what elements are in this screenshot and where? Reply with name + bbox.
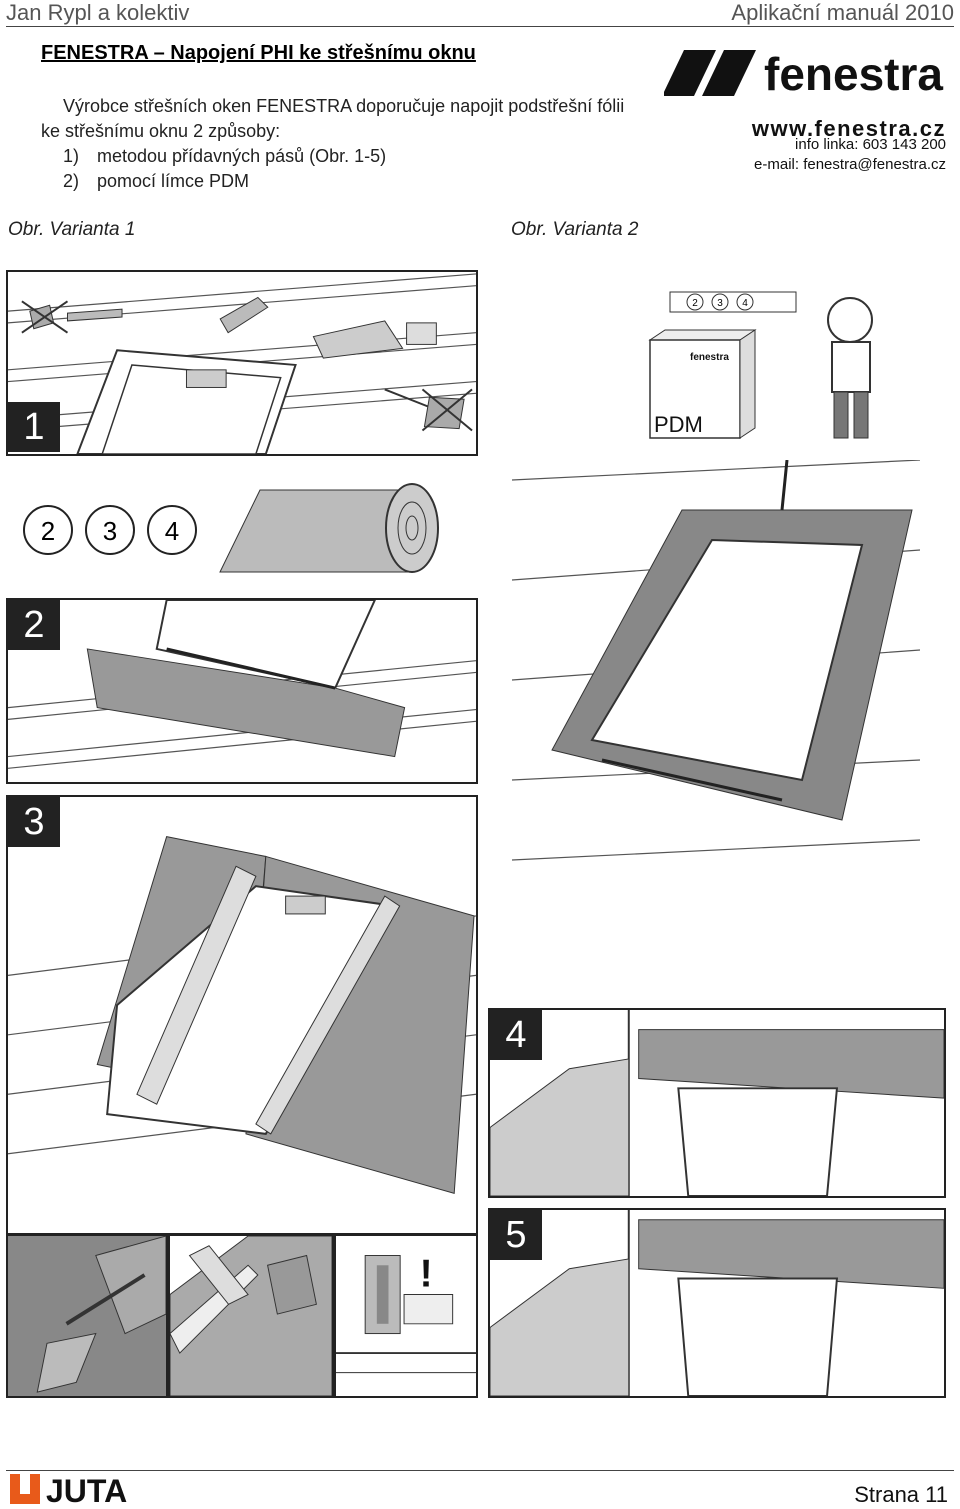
juta-logo: JUTA — [10, 1473, 127, 1506]
intro-line-2: ke střešnímu oknu 2 způsoby: — [41, 121, 281, 141]
logo-url: www.fenestra.cz — [751, 116, 946, 141]
step-badge-3: 3 — [8, 797, 60, 847]
list-text: pomocí límce PDM — [97, 171, 250, 191]
detail-c-illustration: ! — [336, 1253, 476, 1374]
figure-step-4: 4 — [488, 1008, 946, 1198]
page-number: Strana 11 — [854, 1482, 948, 1507]
detail-panel-b — [168, 1234, 334, 1398]
detail-a-illustration — [8, 1236, 166, 1396]
figure-variant-2-main — [512, 460, 920, 900]
juta-logo-text: JUTA — [46, 1473, 127, 1506]
fenestra-logo-mark: fenestra — [664, 48, 943, 100]
detail-b-illustration — [170, 1236, 332, 1396]
figure-step-1: 1 — [6, 270, 478, 456]
step-badge-5: 5 — [490, 1210, 542, 1260]
header-divider — [6, 26, 954, 27]
logo-info-line: info linka: 603 143 200 — [795, 136, 946, 153]
page-title: FENESTRA – Napojení PHI ke střešnímu okn… — [41, 42, 476, 64]
detail-panel-c: ! — [334, 1234, 478, 1398]
list-number: 1) — [63, 146, 80, 166]
caption-variant-2: Obr. Varianta 2 — [511, 219, 639, 240]
figure-4-illustration — [490, 1010, 944, 1196]
figure-step-2: 2 — [6, 598, 478, 784]
box-brand: fenestra — [690, 352, 729, 363]
caption-variant-1: Obr. Varianta 1 — [8, 219, 136, 240]
intro-text: Výrobce střešních oken FENESTRA doporuču… — [41, 94, 661, 194]
small-circle-label: 2 — [692, 298, 698, 309]
intro-line-1: Výrobce střešních oken FENESTRA doporuču… — [63, 96, 625, 116]
detail-panel-a — [6, 1234, 168, 1398]
circle-label: 3 — [103, 516, 117, 546]
intro-list-item: 2) pomocí límce PDM — [41, 169, 661, 194]
step-badge-2: 2 — [8, 600, 60, 650]
figure-5-illustration — [490, 1210, 944, 1396]
logo-brand-text: fenestra — [764, 48, 943, 100]
warning-mark: ! — [420, 1253, 433, 1296]
membrane-roll-illustration: 2 3 4 — [23, 483, 439, 573]
header-author: Jan Rypl a kolektiv — [6, 0, 190, 25]
circle-label: 2 — [41, 516, 55, 546]
logo-email: e-mail: fenestra@fenestra.cz — [754, 156, 946, 173]
list-number: 2) — [63, 171, 80, 191]
header-manual-title: Aplikační manuál 2010 — [731, 0, 954, 25]
figure-3-illustration — [8, 836, 476, 1195]
list-text: metodou přídavných pásů (Obr. 1-5) — [97, 146, 387, 166]
small-circle-label: 3 — [717, 298, 723, 309]
pdm-label: PDM — [654, 412, 703, 437]
circle-label: 4 — [165, 516, 179, 546]
figure-2-illustration — [8, 600, 476, 769]
figure-step-5: 5 — [488, 1208, 946, 1398]
figure-step-3: 3 — [6, 795, 478, 1235]
step-badge-1: 1 — [8, 402, 60, 452]
intro-list-item: 1) metodou přídavných pásů (Obr. 1-5) — [41, 144, 661, 169]
small-circle-label: 4 — [742, 298, 748, 309]
step-badge-4: 4 — [490, 1010, 542, 1060]
footer-divider — [6, 1470, 954, 1471]
figure-1-illustration — [8, 273, 476, 454]
pdm-box-illustration: 2 3 4 fenestra PDM — [648, 291, 873, 439]
variant-2-illustration — [512, 460, 920, 861]
